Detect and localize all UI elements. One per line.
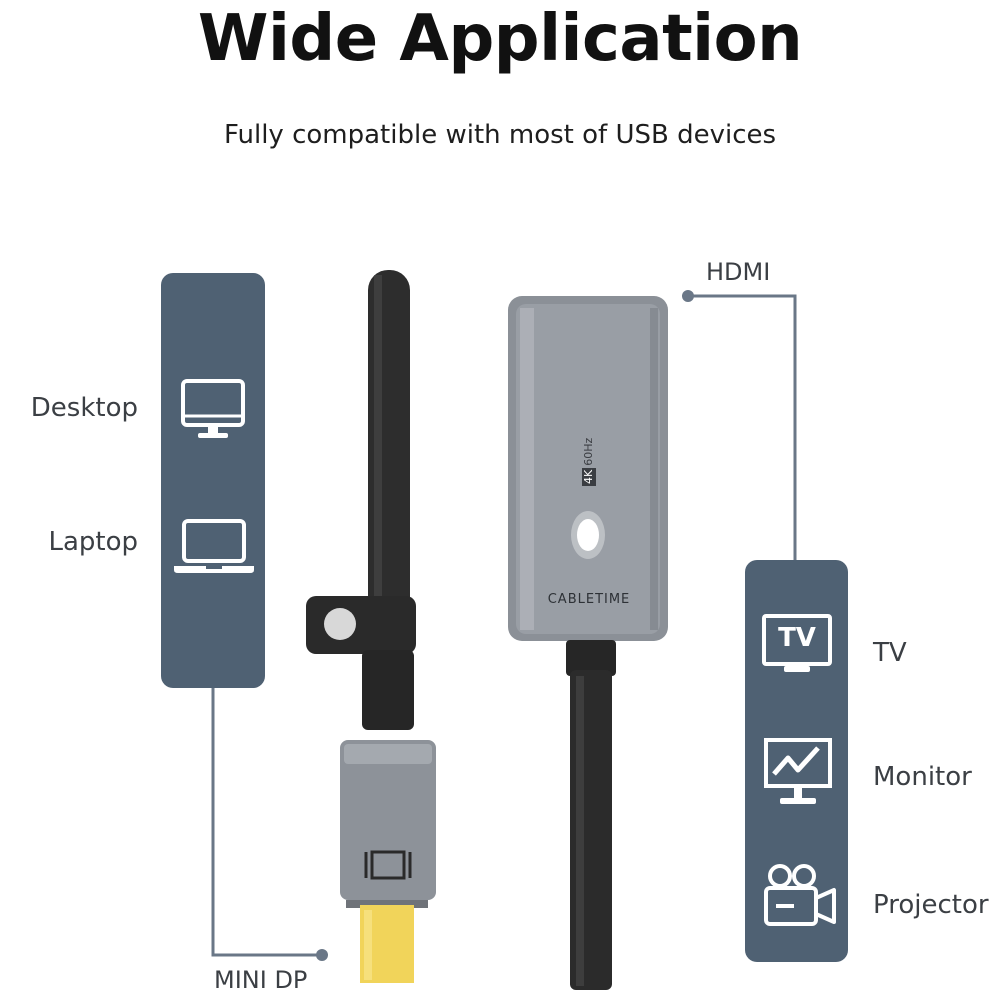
refresh-rate-label: 60Hz — [582, 437, 595, 466]
device-label-desktop: Desktop — [30, 393, 138, 423]
monitor-icon — [764, 738, 832, 804]
device-label-monitor: Monitor — [873, 762, 972, 792]
status-led — [577, 519, 599, 551]
strap-hole — [324, 608, 356, 640]
mini-dp-connector-line — [211, 688, 322, 957]
resolution-4k-label: 4K — [582, 467, 596, 486]
mini-dp-cable — [306, 270, 416, 730]
hdmi-label: HDMI — [706, 258, 771, 286]
mini-dp-symbol-icon — [364, 850, 412, 880]
hdmi-adapter — [508, 296, 668, 990]
page-title: Wide Application — [197, 2, 803, 76]
mini-dp-plug — [340, 740, 436, 983]
tv-icon: TV — [762, 614, 832, 676]
device-label-tv: TV — [873, 638, 907, 668]
device-label-projector: Projector — [873, 890, 989, 920]
mini-dp-label: MINI DP — [214, 966, 308, 994]
cable-strap — [306, 596, 416, 654]
mini-dp-dot — [316, 949, 328, 961]
source-devices-panel — [161, 273, 265, 688]
hdmi-connector-line — [688, 294, 797, 560]
projector-icon — [764, 864, 836, 926]
page-subtitle: Fully compatible with most of USB device… — [223, 120, 777, 150]
desktop-icon — [181, 379, 245, 438]
brand-label: CABLETIME — [547, 592, 631, 607]
resolution-badge: 4K 60Hz — [580, 438, 598, 486]
laptop-icon — [174, 519, 254, 573]
tv-icon-text: TV — [778, 623, 816, 653]
hdmi-dot — [682, 290, 694, 302]
device-label-laptop: Laptop — [48, 527, 138, 557]
